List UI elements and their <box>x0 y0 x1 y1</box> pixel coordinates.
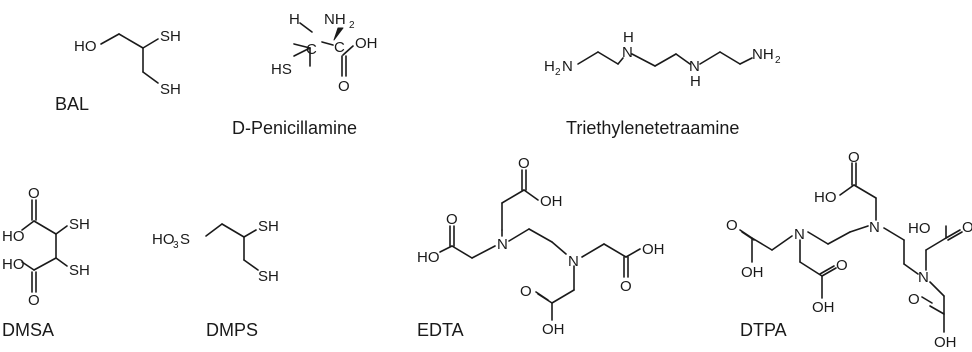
teta-h2n-subscript: 2 <box>555 67 561 78</box>
dtpa-o-label: O <box>908 291 920 308</box>
bal-name: BAL <box>55 94 89 114</box>
penicillamine-hs-label: HS <box>271 61 292 78</box>
penicillamine-nh-label: NH <box>324 11 346 28</box>
edta-o-label: O <box>518 155 530 172</box>
dmsa-structure: O HO SH HO SH O DMSA <box>2 185 90 340</box>
penicillamine-c-label: C <box>334 39 345 56</box>
dmps-s-label: S <box>180 231 190 248</box>
dmsa-name: DMSA <box>2 320 54 340</box>
dtpa-structure: O HO N O OH N O OH HO O N O OH DTPA <box>726 149 972 351</box>
edta-oh-label: OH <box>542 321 565 338</box>
penicillamine-o-label: O <box>338 78 350 95</box>
dtpa-o-label: O <box>962 219 972 236</box>
edta-ho-label: HO <box>417 249 440 266</box>
dmps-ho3-subscript: 3 <box>173 240 179 251</box>
teta-nh2-label: NH <box>752 46 774 63</box>
dmsa-bonds <box>21 199 68 293</box>
dtpa-o-label: O <box>726 217 738 234</box>
dmps-ho3-label: HO <box>152 231 175 248</box>
bal-bonds <box>100 33 159 84</box>
dtpa-ho-label: HO <box>908 220 931 237</box>
teta-nh-h-label: H <box>690 73 701 90</box>
teta-h2n-h-label: H <box>544 58 555 75</box>
dtpa-name: DTPA <box>740 320 787 340</box>
penicillamine-oh-label: OH <box>355 35 378 52</box>
penicillamine-bonds <box>293 22 354 77</box>
penicillamine-c-label: C <box>306 41 317 58</box>
dtpa-o-label: O <box>836 257 848 274</box>
teta-bonds <box>577 51 753 67</box>
dmsa-sh-label: SH <box>69 216 90 233</box>
dmps-bonds <box>205 223 259 271</box>
edta-oh-label: OH <box>540 193 563 210</box>
dtpa-oh-label: OH <box>741 264 764 281</box>
penicillamine-structure: H NH 2 C C HS OH O D-Penicillamine <box>232 11 378 138</box>
dtpa-n-label: N <box>869 219 880 236</box>
teta-nh2-subscript: 2 <box>775 55 781 66</box>
dtpa-n-label: N <box>794 226 805 243</box>
dtpa-bonds <box>739 162 963 333</box>
dmsa-ho-label: HO <box>2 256 25 273</box>
edta-o-label: O <box>520 283 532 300</box>
penicillamine-nh-subscript: 2 <box>349 20 355 31</box>
edta-name: EDTA <box>417 320 464 340</box>
penicillamine-name: D-Penicillamine <box>232 118 357 138</box>
edta-o-label: O <box>620 278 632 295</box>
dmsa-o-label: O <box>28 292 40 309</box>
dmps-structure: HO 3 S SH SH DMPS <box>152 218 279 340</box>
dmps-name: DMPS <box>206 320 258 340</box>
edta-bonds <box>439 169 641 321</box>
dmsa-o-label: O <box>28 185 40 202</box>
bal-structure: HO SH SH BAL <box>55 28 181 114</box>
edta-o-label: O <box>446 211 458 228</box>
bal-ho-label: HO <box>74 38 97 55</box>
edta-n-label: N <box>568 253 579 270</box>
dmps-sh-label: SH <box>258 218 279 235</box>
teta-n-label: N <box>622 44 633 61</box>
edta-oh-label: OH <box>642 241 665 258</box>
dmsa-ho-label: HO <box>2 228 25 245</box>
dmsa-sh-label: SH <box>69 262 90 279</box>
teta-h2n-n-label: N <box>562 58 573 75</box>
bal-sh-label: SH <box>160 28 181 45</box>
dtpa-oh-label: OH <box>934 334 957 351</box>
dmps-sh-label: SH <box>258 268 279 285</box>
teta-n-label: N <box>689 58 700 75</box>
dtpa-o-label: O <box>848 149 860 166</box>
teta-nh-h-label: H <box>623 29 634 46</box>
penicillamine-h-label: H <box>289 11 300 28</box>
dtpa-oh-label: OH <box>812 299 835 316</box>
edta-n-label: N <box>497 236 508 253</box>
teta-name: Triethylenetetraamine <box>566 118 739 138</box>
bal-sh-label: SH <box>160 81 181 98</box>
dtpa-ho-label: HO <box>814 189 837 206</box>
dtpa-n-label: N <box>918 269 929 286</box>
edta-structure: O OH O HO N N O OH O OH EDTA <box>417 155 665 340</box>
teta-structure: H 2 N N H N H NH 2 Triethylenetetraamine <box>544 29 781 138</box>
